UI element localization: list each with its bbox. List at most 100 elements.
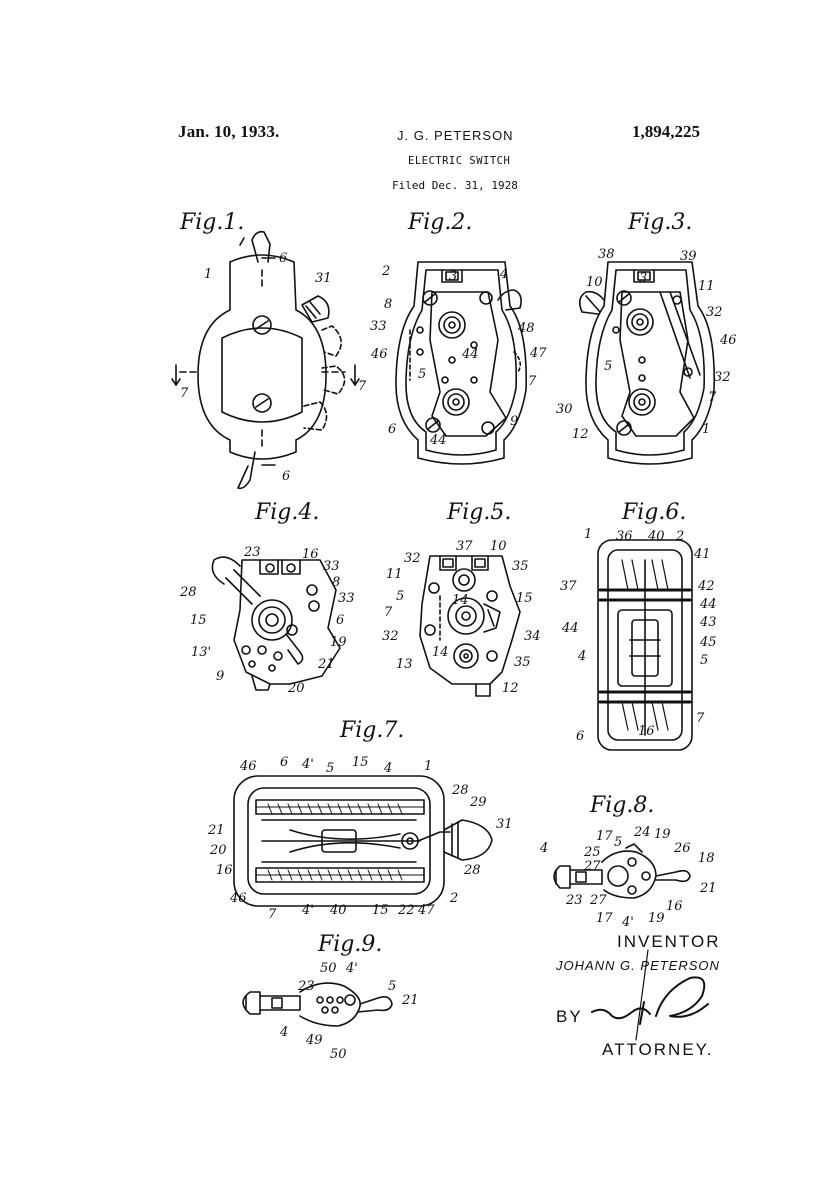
ref-label: 38 bbox=[598, 247, 615, 262]
ref-label: 5 bbox=[604, 359, 612, 374]
ref-label: 6 bbox=[279, 251, 287, 266]
ref-label: 4' bbox=[301, 757, 314, 772]
ref-label: 47 bbox=[529, 346, 547, 361]
fig-6-label: Fig.6. bbox=[622, 500, 687, 525]
fig-1-drawing: 6 1 31 7 7 6 bbox=[171, 230, 367, 490]
ref-label: 4 bbox=[539, 841, 548, 856]
ref-label: 4 bbox=[383, 761, 392, 776]
filed-date: Filed Dec. 31, 1928 bbox=[392, 179, 518, 192]
ref-label: 21 bbox=[207, 823, 225, 838]
ref-label: 42 bbox=[697, 579, 715, 594]
ref-label: 21 bbox=[317, 657, 335, 672]
ref-label: 19 bbox=[648, 911, 665, 926]
ref-label: 26 bbox=[673, 841, 691, 856]
ref-label: 35 bbox=[514, 655, 531, 670]
ref-label: 31 bbox=[496, 817, 513, 832]
ref-label: 44 bbox=[699, 597, 717, 612]
attorney-label: ATTORNEY. bbox=[602, 1040, 714, 1059]
ref-label: 5 bbox=[326, 761, 334, 776]
fig-4-label: Fig.4. bbox=[255, 500, 320, 525]
ref-label: 15 bbox=[516, 591, 533, 606]
ref-label: 3 bbox=[639, 271, 647, 286]
ref-label: 37 bbox=[560, 579, 577, 594]
ref-label: 50 bbox=[330, 1047, 347, 1062]
ref-label: 48 bbox=[517, 321, 535, 336]
ref-label: 4 bbox=[499, 267, 508, 282]
ref-label: 18 bbox=[698, 851, 715, 866]
ref-label: 9 bbox=[216, 669, 224, 684]
ref-label: 47 bbox=[417, 903, 435, 918]
fig-8-drawing: 17 5 24 19 25 26 4 27 18 21 23 27 16 17 … bbox=[539, 825, 717, 930]
ref-label: 46 bbox=[229, 891, 247, 906]
ref-label: 20 bbox=[287, 681, 305, 696]
inventor-label: INVENTOR bbox=[617, 932, 721, 951]
ref-label: 19 bbox=[330, 635, 347, 650]
ref-label: 7 bbox=[268, 907, 277, 922]
ref-label: 1 bbox=[204, 267, 212, 282]
fig-9-drawing: 50 4' 23 5 21 4 49 50 bbox=[242, 961, 419, 1062]
ref-label: 19 bbox=[654, 827, 671, 842]
ref-label: 36 bbox=[616, 529, 633, 544]
fig-3-label: Fig.3. bbox=[628, 210, 693, 235]
ref-label: 35 bbox=[512, 559, 529, 574]
ref-label: 43 bbox=[699, 615, 717, 630]
ref-label: 34 bbox=[524, 629, 541, 644]
ref-label: 45 bbox=[699, 635, 717, 650]
ref-label: 13 bbox=[396, 657, 413, 672]
ref-label: 16 bbox=[216, 863, 233, 878]
ref-label: 15 bbox=[372, 903, 389, 918]
ref-label: 16 bbox=[666, 899, 683, 914]
ref-label: 14 bbox=[432, 645, 449, 660]
ref-label: 10 bbox=[490, 539, 507, 554]
ref-label: 46 bbox=[719, 333, 737, 348]
ref-label: 23 bbox=[565, 893, 583, 908]
ref-label: 23 bbox=[243, 545, 261, 560]
ref-label: 4' bbox=[301, 903, 314, 918]
ref-label: 17 bbox=[596, 829, 613, 844]
ref-label: 3 bbox=[449, 269, 457, 284]
fig-6-drawing: 1 36 40 2 41 37 42 44 44 43 4 45 5 7 16 … bbox=[560, 527, 717, 751]
ref-label: 22 bbox=[397, 903, 415, 918]
ref-label: 4 bbox=[279, 1025, 288, 1040]
ref-label: 8 bbox=[332, 575, 340, 590]
ref-label: 44 bbox=[461, 347, 479, 362]
ref-label: 32 bbox=[382, 629, 399, 644]
ref-label: 28 bbox=[463, 863, 481, 878]
ref-label: 5 bbox=[700, 653, 708, 668]
ref-label: 16 bbox=[302, 547, 319, 562]
ref-label: 44 bbox=[561, 621, 579, 636]
ref-label: 4' bbox=[345, 961, 358, 976]
ref-label: 5 bbox=[614, 835, 622, 850]
ref-label: 27 bbox=[589, 893, 607, 908]
ref-label: 21 bbox=[401, 993, 419, 1008]
ref-label: 24 bbox=[633, 825, 651, 840]
ref-label: 11 bbox=[698, 279, 715, 294]
ref-label: 28 bbox=[179, 585, 197, 600]
ref-label: 28 bbox=[451, 783, 469, 798]
ref-label: 49 bbox=[305, 1033, 323, 1048]
fig-2-label: Fig.2. bbox=[408, 210, 473, 235]
ref-label: 5 bbox=[418, 367, 426, 382]
ref-label: 13' bbox=[191, 645, 211, 660]
fig-7-label: Fig.7. bbox=[340, 718, 405, 743]
ref-label: 2 bbox=[381, 264, 390, 279]
ref-label: 46 bbox=[370, 347, 388, 362]
ref-label: 12 bbox=[572, 427, 589, 442]
ref-label: 9 bbox=[510, 414, 518, 429]
ref-label: 11 bbox=[386, 567, 403, 582]
ref-label: 7 bbox=[708, 390, 717, 405]
ref-label: 15 bbox=[352, 755, 369, 770]
ref-label: 14 bbox=[452, 593, 469, 608]
ref-label: 7 bbox=[180, 386, 189, 401]
ref-label: 5 bbox=[396, 589, 404, 604]
ref-label: 39 bbox=[680, 249, 697, 264]
fig-3-drawing: 38 3 39 10 11 32 46 5 32 7 30 12 1 bbox=[556, 247, 737, 465]
ref-label: 8 bbox=[384, 297, 392, 312]
patent-number: 1,894,225 bbox=[632, 122, 700, 141]
ref-label: 4' bbox=[621, 915, 634, 930]
ref-label: 6 bbox=[280, 755, 288, 770]
ref-label: 15 bbox=[190, 613, 207, 628]
ref-label: 41 bbox=[693, 547, 711, 562]
ref-label: 7 bbox=[696, 711, 705, 726]
